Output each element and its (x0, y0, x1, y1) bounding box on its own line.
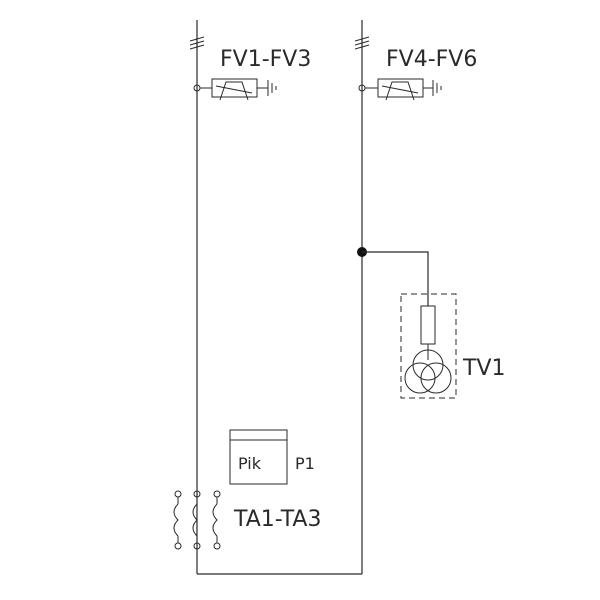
varistor-surge-arrester-icon (211, 78, 258, 101)
left-busbar (189, 20, 205, 574)
current-transformers-label: TA1-TA3 (233, 507, 321, 532)
current-transformer-coil-icon (192, 490, 201, 550)
meter-ref-label: P1 (295, 454, 315, 473)
voltage-transformer-enclosure (400, 293, 457, 399)
arrester-right-label: FV4-FV6 (386, 47, 477, 72)
fuse-icon (420, 305, 436, 345)
voltage-transformer-label: TV1 (462, 356, 506, 381)
meter-text: Pik (238, 454, 262, 473)
current-transformers (173, 490, 221, 550)
right-busbar (354, 20, 370, 574)
varistor-surge-arrester-icon (377, 78, 424, 101)
surge-arrester-right (358, 78, 442, 101)
three-winding-transformer-icon (404, 349, 452, 394)
ground-icon (432, 80, 442, 96)
surge-arrester-left (193, 78, 277, 101)
meter-p1: Pik (229, 429, 288, 485)
current-transformer-coil-icon (173, 490, 182, 550)
ground-icon (267, 80, 277, 96)
current-transformer-coil-icon (212, 490, 221, 550)
voltage-transformer-branch (357, 247, 457, 399)
arrester-left-label: FV1-FV3 (220, 47, 311, 72)
